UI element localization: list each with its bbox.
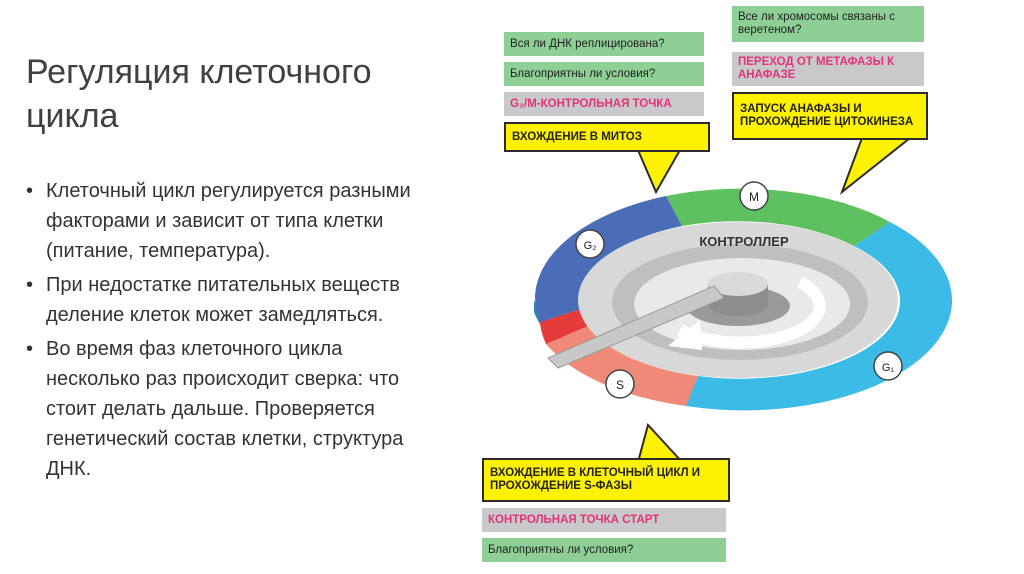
cycle-arrowhead-icon	[668, 320, 702, 350]
ring-segment-s-red	[540, 308, 588, 344]
phase-label-s: S	[616, 378, 624, 392]
ring-segment-m	[666, 188, 890, 246]
question-dna-replicated: Вся ли ДНК реплицирована?	[504, 32, 704, 56]
phase-label-m: M	[749, 190, 759, 204]
question-chromosomes-spindle: Все ли хромосомы связаны с веретеном?	[732, 6, 924, 42]
question-conditions-g1: Благоприятны ли условия?	[482, 538, 726, 562]
bullet-item: • При недостатке питательных веществ деле…	[26, 270, 426, 330]
phase-badge-g2	[575, 229, 605, 259]
pointer-arm	[547, 285, 725, 369]
phase-label-g1: G₁	[882, 362, 895, 374]
bullet-text: Клеточный цикл регулируется разными факт…	[46, 180, 411, 262]
action-enter-mitosis: ВХОЖДЕНИЕ В МИТОЗ	[504, 122, 710, 152]
bullet-text: Во время фаз клеточного цикла несколько …	[46, 338, 404, 480]
action-enter-cycle-s-phase: ВХОЖДЕНИЕ В КЛЕТОЧНЫЙ ЦИКЛ И ПРОХОЖДЕНИЕ…	[482, 458, 730, 502]
bullet-dot: •	[26, 274, 34, 296]
cycle-graphic: M G₂ S G₁ КОНТРОЛЛЕР	[534, 137, 953, 463]
bullet-dot: •	[26, 338, 34, 360]
hub-top	[708, 272, 768, 296]
bullet-text: При недостатке питательных веществ делен…	[46, 274, 400, 326]
slide-title: Регуляция клеточного цикла	[26, 53, 372, 135]
cell-cycle-diagram: M G₂ S G₁ КОНТРОЛЛЕР Вся ли ДНК реплицир…	[470, 0, 1024, 574]
phase-label-g2: G₂	[584, 240, 597, 252]
question-conditions-g2: Благоприятны ли условия?	[504, 62, 704, 86]
callout-arrow-left	[636, 149, 682, 195]
cycle-arrow-icon	[677, 276, 826, 349]
checkpoint-g2-m: G₂/M-КОНТРОЛЬНАЯ ТОЧКА	[504, 92, 704, 116]
bullet-dot: •	[26, 180, 34, 202]
checkpoint-start: КОНТРОЛЬНАЯ ТОЧКА СТАРТ	[482, 508, 726, 532]
bullet-item: • Клеточный цикл регулируется разными фак…	[26, 176, 426, 266]
bullet-list: • Клеточный цикл регулируется разными фак…	[26, 176, 426, 488]
checkpoint-metaphase-anaphase: ПЕРЕХОД ОТ МЕТАФАЗЫ К АНАФАЗЕ	[732, 52, 924, 86]
action-anaphase-cytokinesis: ЗАПУСК АНАФАЗЫ И ПРОХОЖДЕНИЕ ЦИТОКИНЕЗА	[732, 92, 928, 140]
phase-badge-s	[605, 369, 635, 399]
phase-badge-m	[739, 181, 769, 211]
bullet-item: • Во время фаз клеточного цикла несколько…	[26, 334, 426, 484]
controller-label: КОНТРОЛЛЕР	[699, 234, 789, 249]
callout-arrow-bottom	[636, 422, 685, 463]
callout-arrow-right	[839, 137, 913, 196]
ring-segment-g2	[535, 196, 682, 322]
phase-badge-g1	[873, 351, 903, 381]
